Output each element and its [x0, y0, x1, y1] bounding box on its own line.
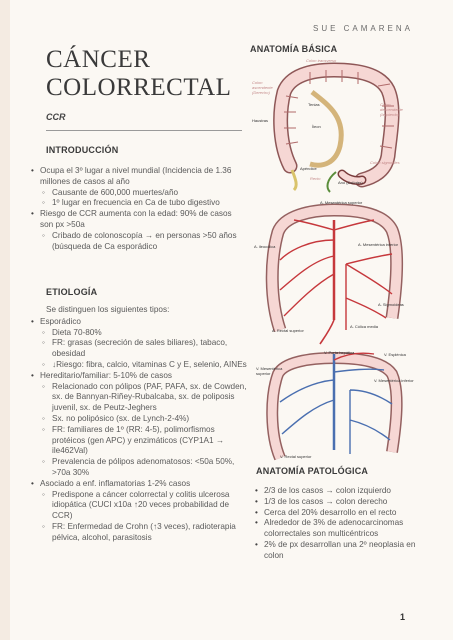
colon-anatomy-figure: Colon transverso Colon ascendente (Derec…: [250, 56, 418, 196]
label-vena-mes-inf: V. Mesentérica inferior: [374, 378, 414, 383]
list-item: Prevalencia de pólipos adenomatosos: <50…: [26, 457, 248, 479]
intro-section: Ocupa el 3º lugar a nivel mundial (Incid…: [26, 166, 246, 252]
author-name: SUE CAMARENA: [312, 24, 413, 33]
label-art-ileo: A. ileocólica: [254, 244, 276, 249]
label-vena-esplenica: V. Esplénica: [384, 352, 406, 357]
colon-illustration: [273, 62, 400, 193]
label-art-colica: A. Cólica media: [350, 324, 379, 329]
label-colon-descendente: Colon descendente (Izquierdo): [380, 102, 403, 117]
label-recto: Recto: [310, 176, 321, 181]
list-item: Dieta 70-80%: [26, 328, 248, 339]
list-item: Cerca del 20% desarrollo en el recto: [250, 508, 420, 519]
list-item: Hereditario/familiar: 5-10% de casos Rel…: [26, 371, 248, 479]
list-item: 2/3 de los casos → colon izquierdo: [250, 486, 420, 497]
list-item: Predispone a cáncer colorrectal y coliti…: [26, 490, 248, 522]
label-art-sigmoideas: A. Sigmoideas: [378, 302, 404, 307]
label-colon-sigmoides: Colon sigmoides: [370, 160, 400, 165]
label-vena-mes-sup: V. Mesentérica superior: [256, 366, 283, 376]
list-item: Alrededor de 3% de adenocarcinomas color…: [250, 518, 420, 540]
arterial-illustration: [265, 203, 404, 345]
list-item: Esporádico Dieta 70-80% FR: grasas (secr…: [26, 317, 248, 371]
list-item: Riesgo de CCR aumenta con la edad: 90% d…: [26, 209, 246, 252]
label-vena-porta: V. Porta hepática: [324, 350, 355, 355]
etio-section: Se distinguen los siguientes tipos: Espo…: [26, 305, 248, 544]
etio-lead: Se distinguen los siguientes tipos:: [46, 305, 170, 314]
title-divider: [46, 130, 242, 131]
page-subtitle: CCR: [46, 112, 66, 122]
label-haustras: Haustras: [252, 118, 269, 123]
list-item: FR: familiares de 1º (RR: 4-5), polimorf…: [26, 425, 248, 457]
page-accent-bar: [0, 0, 10, 640]
list-item: FR: Enfermedad de Crohn (↑3 veces), radi…: [26, 522, 248, 544]
page-title: CÁNCER COLORRECTAL: [46, 46, 231, 102]
title-line-2: COLORRECTAL: [46, 74, 232, 101]
arterial-supply-figure: A. Mesentérica superior A. ileocólica A.…: [250, 200, 418, 348]
title-line-1: CÁNCER: [46, 46, 151, 73]
etio-heading: ETIOLOGÍA: [46, 287, 98, 297]
label-apendice: Apéndice: [300, 166, 317, 171]
list-item: FR: grasas (secreción de sales biliares)…: [26, 338, 248, 360]
intro-heading: INTRODUCCIÓN: [46, 145, 119, 155]
label-art-mes-inf: A. Mesentérica inferior: [358, 242, 399, 247]
label-art-rectal: A. Rectal superior: [272, 328, 304, 333]
list-item: Ocupa el 3º lugar a nivel mundial (Incid…: [26, 166, 246, 209]
label-ileon: Íleon: [312, 124, 321, 129]
list-item: Cribado de colonoscopía → en personas >5…: [26, 231, 246, 253]
patol-heading: ANATOMÍA PATOLÓGICA: [256, 466, 369, 476]
list-item: Relacionado con pólipos (PAF, PAFA, sx. …: [26, 382, 248, 414]
list-item: Asociado a enf. inflamatorias 1-2% casos…: [26, 479, 248, 544]
venous-drainage-figure: V. Porta hepática V. Mesentérica superio…: [250, 350, 418, 470]
list-item: 1º lugar en frecuencia en Ca de tubo dig…: [26, 198, 246, 209]
label-colon-transverso: Colon transverso: [306, 58, 337, 63]
list-item: 2% de px desarrollan una 2º neoplasia en…: [250, 540, 420, 562]
label-tenias: Tenias: [308, 102, 320, 107]
anat-heading: ANATOMÍA BÁSICA: [250, 44, 338, 54]
label-ano: Ano (Esfínter): [338, 180, 363, 185]
list-item: 1/3 de los casos → colon derecho: [250, 497, 420, 508]
list-item: Sx. no polipósico (sx. de Lynch-2-4%): [26, 414, 248, 425]
label-vena-rectal: V. Rectal superior: [280, 454, 312, 459]
label-colon-ascendente: Colon ascendente (Derecho): [252, 80, 273, 95]
label-art-mes-sup: A. Mesentérica superior: [320, 200, 363, 205]
venous-illustration: [266, 351, 403, 461]
list-item: Causante de 600,000 muertes/año: [26, 188, 246, 199]
list-item: ↓Riesgo: fibra, calcio, vitaminas C y E,…: [26, 360, 248, 371]
page-number: 1: [399, 612, 405, 622]
patol-section: 2/3 de los casos → colon izquierdo 1/3 d…: [250, 486, 420, 562]
